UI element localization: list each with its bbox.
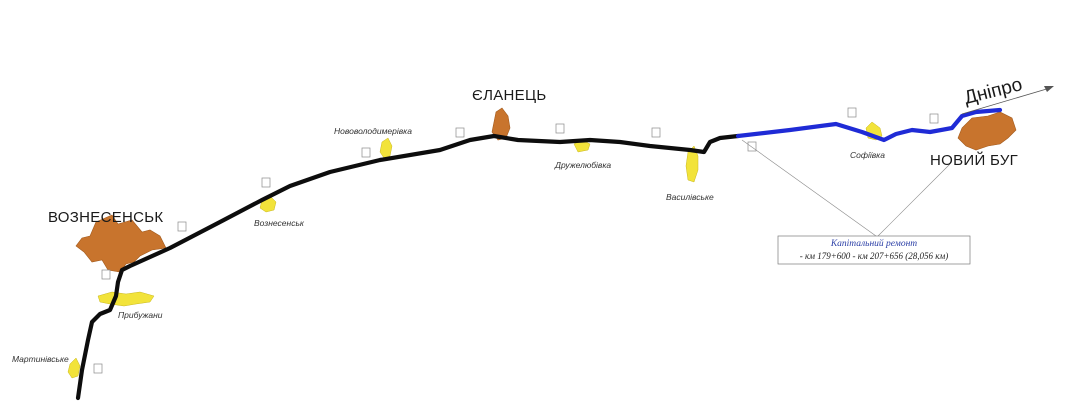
repair-note-range: - км 179+600 - км 207+656 (28,056 км) (800, 251, 949, 261)
village-label-vasylivske: Василівське (666, 192, 714, 202)
repair-leader-line-left (741, 139, 877, 237)
novyi-buh-city-shape (957, 111, 1017, 151)
city-label-yelanets: ЄЛАНЕЦЬ (472, 87, 547, 104)
repair-leader-line-right (877, 163, 951, 237)
repair-note-box (777, 235, 971, 265)
village-label-novovolodymyrivka: Нововолодимерівка (334, 126, 412, 136)
martynivske-village-shape (67, 357, 81, 379)
river-label-dnipro: Дніпро (962, 74, 1024, 109)
village-label-martynivske: Мартинівське (12, 354, 69, 364)
km-markers (93, 107, 939, 374)
km-marker (101, 269, 111, 280)
repair-note-title: Капітальний ремонт (830, 238, 917, 249)
km-marker (555, 123, 565, 134)
highway-repair-section (735, 107, 1003, 143)
village-label-sofiivka: Софіївка (850, 150, 885, 160)
vasylivske-village-shape (685, 145, 699, 183)
km-marker (93, 363, 103, 374)
km-marker (747, 141, 757, 152)
km-marker (651, 127, 661, 138)
km-marker (929, 113, 939, 124)
city-label-voznesensk: ВОЗНЕСЕНСЬК (48, 209, 163, 226)
village-label-prybuzhany: Прибужани (118, 310, 163, 320)
city-label-novyi-buh: НОВИЙ БУГ (930, 151, 1018, 169)
km-marker (177, 221, 187, 232)
prybuzhany-village-shape (97, 291, 155, 307)
km-marker (847, 107, 857, 118)
km-marker (455, 127, 465, 138)
novovolodymyrivka-village-shape (379, 137, 393, 159)
dnipro-arrow-icon (1044, 86, 1054, 92)
village-label-druzhelyubivka: Дружелюбівка (554, 160, 611, 170)
km-marker (261, 177, 271, 188)
km-marker (361, 147, 371, 158)
dnipro-river-line (961, 87, 1051, 115)
highway-existing-section (75, 133, 741, 401)
village-label-voznesenske: Вознесенськ (254, 218, 305, 228)
